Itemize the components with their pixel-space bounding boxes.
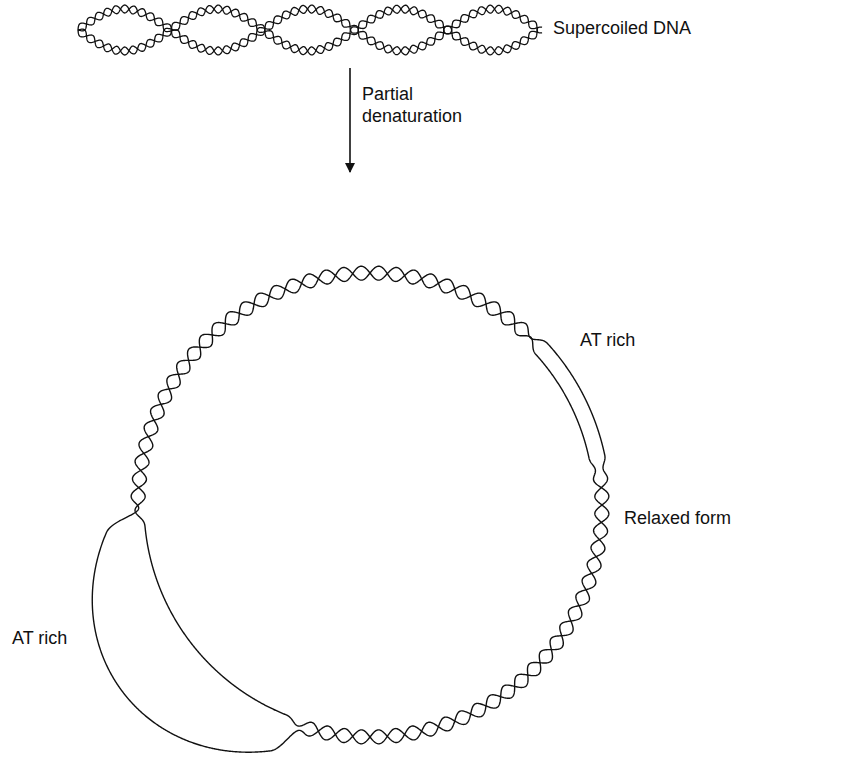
supercoiled-dna [78,5,542,55]
region-label: AT rich [12,628,67,650]
dna-strand [78,5,542,55]
form-label: Relaxed form [624,508,731,530]
dna-strand [92,266,609,752]
process-arrow [349,68,351,172]
dna-strand [132,266,608,744]
dna-strand [78,5,538,55]
dna-strand [78,5,538,55]
relaxed-dna-circle [92,266,609,752]
process-label: Partial denaturation [362,84,482,127]
molecule-label: Supercoiled DNA [553,18,691,40]
region-label: AT rich [580,330,635,352]
dna-strand [78,5,542,55]
